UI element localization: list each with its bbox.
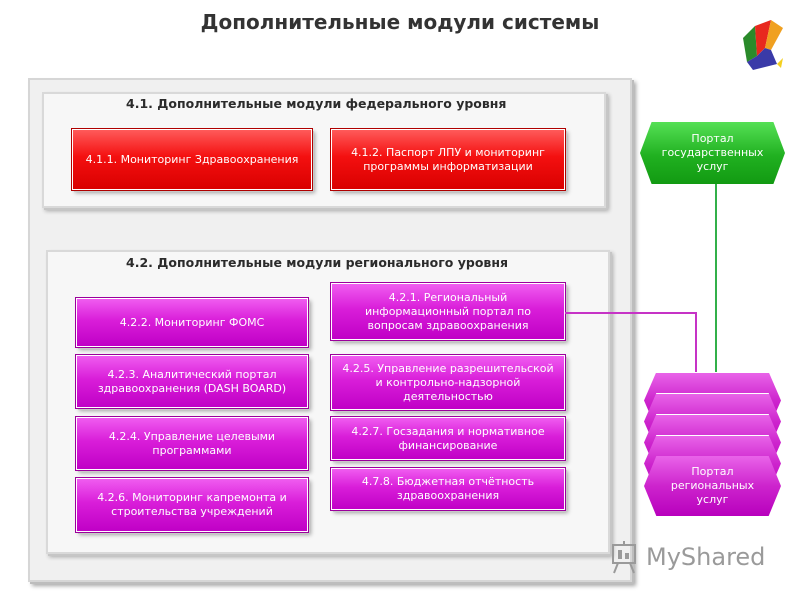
logo-icon <box>743 20 783 70</box>
module-4-1-2[interactable]: 4.1.2. Паспорт ЛПУ и мониторинг программ… <box>330 128 566 191</box>
state-services-portal-label: Портал государственных услуг <box>661 132 764 173</box>
watermark-text: MyShared <box>646 543 765 571</box>
module-4-2-3[interactable]: 4.2.3. Аналитический портал здравоохране… <box>75 354 309 409</box>
regional-services-portal[interactable]: Портал региональных услуг <box>644 456 781 516</box>
module-4-2-4[interactable]: 4.2.4. Управление целевыми программами <box>75 416 309 471</box>
module-4-2-7[interactable]: 4.2.7. Госзадания и нормативное финансир… <box>330 416 566 461</box>
watermark-text-a: My <box>646 543 681 571</box>
module-4-2-6[interactable]: 4.2.6. Мониторинг капремонта и строитель… <box>75 477 309 533</box>
module-4-7-8[interactable]: 4.7.8. Бюджетная отчётность здравоохране… <box>330 467 566 511</box>
module-4-1-1[interactable]: 4.1.1. Мониторинг Здравоохранения <box>71 128 313 191</box>
presentation-board-icon <box>612 541 636 574</box>
module-4-2-5[interactable]: 4.2.5. Управление разрешительской и конт… <box>330 354 566 411</box>
watermark-text-b: Shared <box>680 543 766 571</box>
federal-group-title: 4.1. Дополнительные модули федерального … <box>126 96 507 111</box>
watermark: MyShared <box>608 537 768 577</box>
module-4-2-1[interactable]: 4.2.1. Региональный информационный порта… <box>330 282 566 341</box>
regional-group-title: 4.2. Дополнительные модули регионального… <box>126 255 508 270</box>
regional-services-portal-label: Портал региональных услуг <box>670 465 755 506</box>
state-services-portal[interactable]: Портал государственных услуг <box>640 122 785 184</box>
page-title: Дополнительные модули системы <box>200 10 600 34</box>
module-4-2-2[interactable]: 4.2.2. Мониторинг ФОМС <box>75 297 309 348</box>
